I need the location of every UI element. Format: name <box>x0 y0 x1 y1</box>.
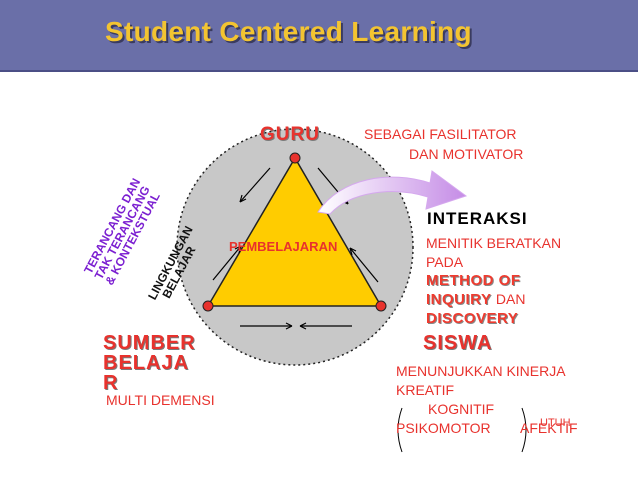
interaksi-heading: INTERAKSI <box>427 209 528 228</box>
learning-triangle <box>206 156 383 307</box>
center-label: PEMBELAJARAN <box>229 239 338 254</box>
kognitif-text: KOGNITIF <box>428 401 495 417</box>
vertex-siswa <box>375 300 387 312</box>
right-bracket <box>521 407 527 453</box>
sumber-desc: MULTI DEMENSI <box>106 392 215 408</box>
guru-role-line1: SEBAGAI FASILITATOR <box>364 126 517 142</box>
afektif-text: AFEKTIF <box>520 420 578 436</box>
dan-text: DAN <box>495 291 526 307</box>
inquiry-line: INQUIRY DAN <box>426 291 525 309</box>
inquiry-text: INQUIRY <box>426 291 492 308</box>
method-of-text: METHOD OF <box>426 272 521 289</box>
psikomotor-text: PSIKOMOTOR <box>396 420 491 436</box>
siswa-desc-line2: KREATIF <box>396 382 455 398</box>
sumber-label-line1: SUMBER <box>103 332 196 354</box>
discovery-text: DISCOVERY <box>426 310 519 327</box>
sumber-label-line2: BELAJA <box>103 352 190 374</box>
vertex-sumber <box>202 300 214 312</box>
siswa-desc-line1: MENUNJUKKAN KINERJA <box>396 363 566 379</box>
vertex-guru <box>289 152 301 164</box>
interaksi-desc-line1: MENITIK BERATKAN <box>426 235 562 251</box>
utuh-text: UTUH <box>540 417 571 429</box>
interaction-arrow <box>317 170 468 215</box>
slide-title: Student Centered Learning <box>105 16 472 47</box>
guru-role-line2: DAN MOTIVATOR <box>409 146 524 162</box>
siswa-label: SISWA <box>423 332 493 354</box>
interaksi-desc-line2: PADA <box>426 254 464 270</box>
left-bracket <box>397 407 403 453</box>
sumber-label-line3: R <box>103 372 119 394</box>
guru-label: GURU <box>260 124 320 145</box>
title-bar: Student Centered Learning <box>0 0 638 72</box>
